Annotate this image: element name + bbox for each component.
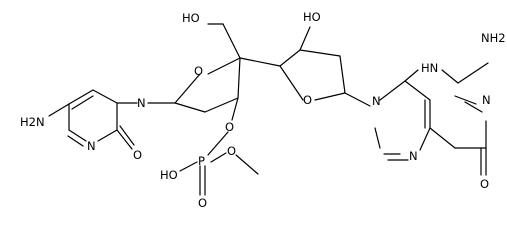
phosphate-group — [179, 131, 259, 196]
phosphate-oh-label: HO — [160, 168, 178, 182]
cytosine-ring — [48, 89, 138, 150]
purine-carbonyl-o-label: O — [480, 177, 489, 191]
atom-labels: H2N N N O O HO O P HO O O HO O N HN NH2 … — [20, 10, 506, 210]
left-sugar-ring — [147, 23, 281, 121]
pyrimidine-amine-label: H2N — [20, 115, 45, 129]
pyrimidine-carbonyl-o-label: O — [133, 148, 142, 162]
phosphate-ester-o-label: O — [225, 120, 234, 134]
purine-nh-label: HN — [421, 61, 438, 75]
phosphate-double-o-label: O — [198, 196, 207, 210]
guanine-rings — [374, 62, 489, 176]
chemical-structure: H2N N N O O HO O P HO O O HO O N HN NH2 … — [20, 10, 506, 210]
right-sugar-ring — [279, 26, 371, 107]
left-ring-o-label: O — [194, 64, 203, 78]
pyrimidine-n3-label: N — [87, 139, 96, 153]
purine-n9-label: N — [372, 94, 381, 108]
phosphate-methoxy-o-label: O — [227, 144, 236, 158]
purine-amine-label: NH2 — [481, 31, 506, 45]
pyrimidine-n1-label: N — [137, 96, 146, 110]
right-ring-o-label: O — [303, 93, 312, 107]
purine-n7-label: N — [409, 149, 418, 163]
right-ring-oh-label: HO — [303, 10, 321, 24]
phosphate-p-label: P — [198, 154, 205, 168]
purine-n1-label: N — [482, 93, 491, 107]
hydroxymethyl-oh-label: HO — [182, 11, 200, 25]
